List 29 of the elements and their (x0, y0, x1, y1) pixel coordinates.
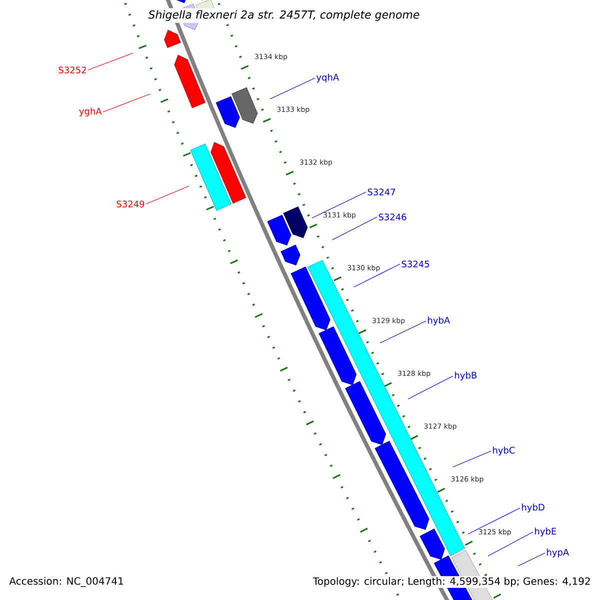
leader-line (270, 78, 316, 100)
gene-label: S3252 (58, 66, 86, 74)
leader-line (102, 94, 150, 112)
leader-line (354, 264, 400, 288)
gene-label: hybC (493, 446, 515, 456)
accession-text: Accession: NC_004741 (8, 576, 125, 588)
leader-line (380, 320, 426, 344)
leader-line (488, 532, 534, 556)
leader-line (146, 186, 190, 204)
leader-line (452, 450, 492, 468)
leader-line (88, 52, 134, 70)
gene-label: yqhA (316, 74, 340, 82)
gene-label: S3247 (368, 188, 396, 196)
genome-info-text: Topology: circular; Length: 4,599,354 bp; Genes: 4,192 (312, 576, 592, 588)
gene-label: S3245 (402, 260, 430, 268)
gene-label: hybB (455, 372, 476, 380)
leader-line (468, 508, 520, 534)
leader-line (332, 216, 378, 240)
gene-label: hybE (535, 528, 556, 536)
gene-label: hybD (522, 504, 544, 512)
gene-label: hybA (428, 316, 450, 326)
leader-line (408, 376, 454, 400)
gene-label: yghA (79, 108, 102, 116)
gene-label: S3246 (378, 214, 406, 220)
title: Shigella flexneri 2a str. 2457T, complete genome (146, 8, 422, 23)
leader-line (518, 552, 546, 566)
gene-label: S3249 (116, 200, 144, 208)
leader-line (312, 192, 366, 218)
gene-label: hypA (547, 548, 570, 558)
